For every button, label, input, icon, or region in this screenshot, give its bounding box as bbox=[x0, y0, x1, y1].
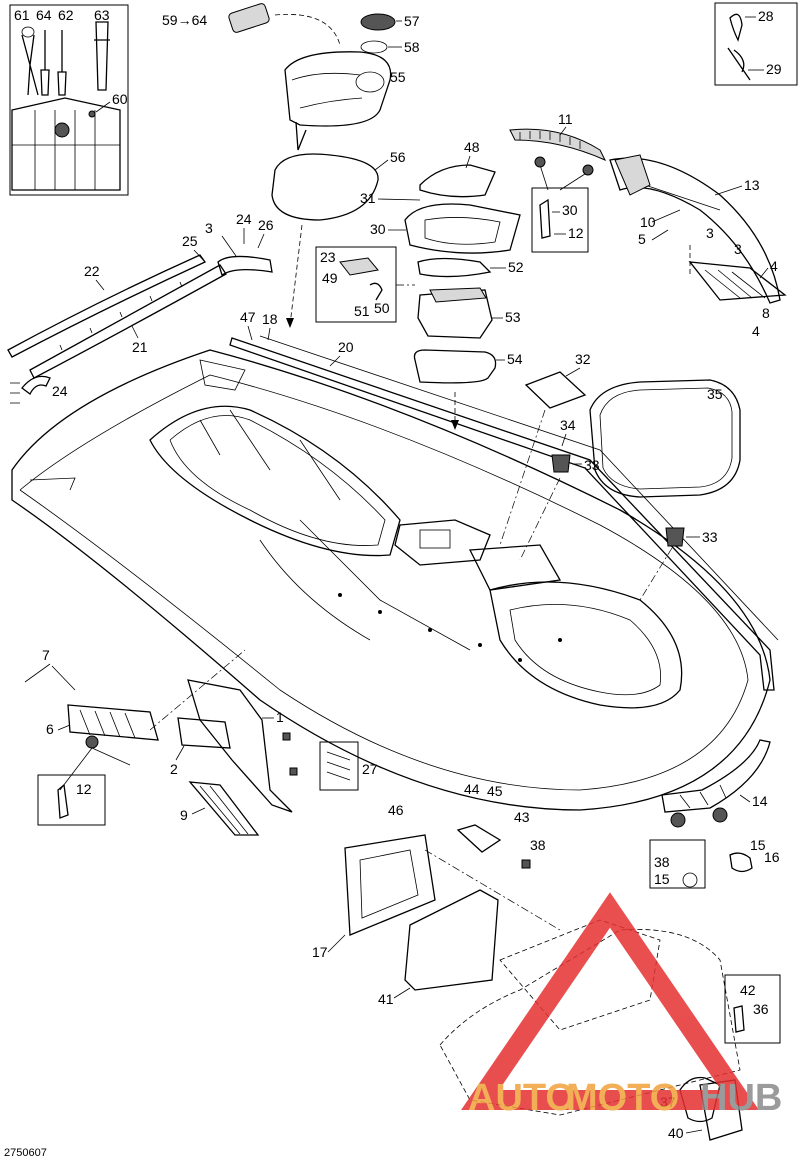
label-36: 42 bbox=[740, 982, 756, 998]
label-22: 25 bbox=[182, 233, 198, 249]
label-63: 63 bbox=[94, 7, 110, 23]
label-4b: 8 bbox=[762, 305, 770, 321]
label-15b: 15 bbox=[750, 837, 766, 853]
label-47: 53 bbox=[505, 309, 521, 325]
watermark-auto: AUTO bbox=[468, 1077, 575, 1119]
front-vent-group: 7 6 12 1 2 9 27 bbox=[24, 647, 378, 836]
deck-rail-group: 47 18 20 bbox=[229, 309, 779, 691]
label-14: 14 bbox=[752, 793, 768, 809]
label-39: 40 bbox=[668, 1125, 684, 1141]
label-60: 60 bbox=[112, 91, 128, 107]
rear-bumper-group: 14 38 15 15 16 bbox=[649, 739, 780, 889]
label-8: 4 bbox=[770, 258, 778, 274]
label-45: 45 bbox=[487, 783, 503, 799]
label-46: 46 bbox=[388, 802, 404, 818]
label-53: 52 bbox=[508, 259, 524, 275]
watermark-triangle bbox=[461, 892, 759, 1110]
tool-kit-group: 61 64 62 63 60 bbox=[9, 4, 129, 196]
label-32: 32 bbox=[575, 351, 591, 367]
label-35: 35 bbox=[707, 386, 723, 402]
label-43: 43 bbox=[514, 809, 530, 825]
label-55: 55 bbox=[390, 69, 406, 85]
label-38: 38 bbox=[530, 837, 546, 853]
upper-cover-group: 11 30 12 48 31 30 bbox=[360, 111, 607, 254]
label-12a: 30 bbox=[562, 202, 578, 218]
label-17: 16 bbox=[764, 849, 780, 865]
label-49: 23 bbox=[320, 249, 336, 265]
label-50: 51 bbox=[354, 303, 370, 319]
label-10: 13 bbox=[744, 177, 760, 193]
label-3c: 4 bbox=[752, 323, 760, 339]
label-62: 62 bbox=[58, 7, 74, 23]
label-1: 1 bbox=[276, 709, 284, 725]
label-61: 61 bbox=[14, 7, 30, 23]
label-23: 22 bbox=[84, 263, 100, 279]
label-54: 54 bbox=[507, 351, 523, 367]
watermark-logo: AUTO MOTO HUB bbox=[461, 892, 782, 1119]
label-20: 20 bbox=[338, 339, 354, 355]
label-7: 7 bbox=[42, 647, 50, 663]
label-27: 27 bbox=[362, 761, 378, 777]
watermark-hub: HUB bbox=[700, 1077, 782, 1119]
label-24b: 24 bbox=[52, 383, 68, 399]
label-3a: 5 bbox=[638, 231, 646, 247]
label-33b: 33 bbox=[702, 529, 718, 545]
label-24a: 3 bbox=[205, 220, 213, 236]
label-29: 29 bbox=[766, 61, 782, 77]
range-label: 59→64 bbox=[162, 12, 207, 28]
label-56: 56 bbox=[390, 149, 406, 165]
label-16: 15 bbox=[654, 871, 670, 887]
rear-panel-group: 13 10 5 3 3 4 8 4 bbox=[609, 154, 787, 339]
hatch-group: 32 35 34 33 33 bbox=[499, 351, 741, 601]
label-44: 44 bbox=[464, 781, 480, 797]
label-28: 28 bbox=[758, 8, 774, 24]
label-12b: 12 bbox=[76, 781, 92, 797]
label-30: 30 bbox=[370, 221, 386, 237]
label-52: 50 bbox=[374, 300, 390, 316]
label-13: 12 bbox=[568, 225, 584, 241]
label-26: 24 bbox=[236, 211, 252, 227]
label-4a: 3 bbox=[734, 241, 742, 257]
label-9: 9 bbox=[180, 807, 188, 823]
label-11: 11 bbox=[558, 111, 573, 127]
drawing-code: 2750607 bbox=[4, 1147, 47, 1159]
label-3b: 3 bbox=[706, 225, 714, 241]
storage-bin-group: 59→64 57 58 55 56 bbox=[162, 3, 420, 328]
label-15a: 38 bbox=[654, 854, 670, 870]
label-25: 26 bbox=[258, 217, 274, 233]
label-21: 21 bbox=[132, 339, 148, 355]
hull-body bbox=[11, 349, 771, 811]
label-33a: 33 bbox=[584, 457, 600, 473]
label-42: 41 bbox=[378, 991, 394, 1007]
label-18: 47 bbox=[240, 309, 256, 325]
label-64: 64 bbox=[36, 7, 52, 23]
clamp-box: 28 29 bbox=[714, 2, 798, 86]
label-51: 49 bbox=[322, 270, 338, 286]
watermark-moto: MOTO bbox=[566, 1077, 679, 1119]
label-2: 2 bbox=[170, 761, 178, 777]
label-37: 36 bbox=[753, 1001, 769, 1017]
label-19: 18 bbox=[262, 311, 278, 327]
label-58: 58 bbox=[404, 39, 420, 55]
label-34: 34 bbox=[560, 417, 576, 433]
label-31: 31 bbox=[360, 190, 376, 206]
label-41: 17 bbox=[312, 944, 328, 960]
label-57: 57 bbox=[404, 13, 420, 29]
label-48: 48 bbox=[464, 139, 480, 155]
rub-rail-group: 22 25 3 24 26 21 24 bbox=[7, 211, 274, 404]
label-5: 10 bbox=[640, 214, 656, 230]
label-6: 6 bbox=[46, 721, 54, 737]
